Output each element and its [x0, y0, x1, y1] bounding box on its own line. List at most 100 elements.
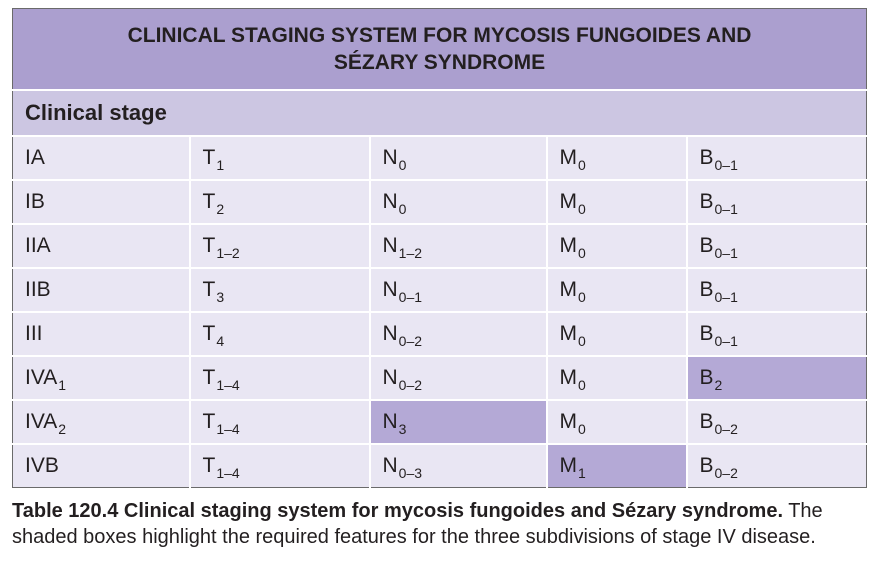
t-category-label: T	[202, 234, 216, 257]
m-category-label: M	[559, 190, 578, 213]
caption-bold: Table 120.4 Clinical staging system for …	[12, 500, 783, 522]
cell-stage: IVA1	[12, 356, 191, 401]
m-category-subscript: 0	[578, 421, 586, 437]
stage-label: IIB	[25, 278, 51, 301]
cell-t-category: T2	[189, 180, 371, 225]
n-category-subscript: 0–1	[398, 289, 423, 305]
m-category-subscript: 0	[578, 289, 586, 305]
m-category-subscript: 0	[578, 201, 586, 217]
t-category-subscript: 1–4	[216, 465, 240, 481]
cell-stage: IIA	[12, 224, 191, 269]
m-category-subscript: 0	[578, 377, 586, 393]
stage-label: IA	[25, 146, 45, 169]
n-category-subscript: 0–2	[398, 333, 423, 349]
b-category-label: B	[699, 454, 714, 477]
b-category-label: B	[699, 366, 714, 389]
n-category-subscript: 0–2	[398, 377, 423, 393]
cell-n-category: N0–3	[369, 444, 548, 488]
cell-t-category: T1–4	[189, 400, 371, 445]
cell-stage: IVB	[12, 444, 191, 488]
table-title-line-1: CLINICAL STAGING SYSTEM FOR MYCOSIS FUNG…	[127, 24, 752, 47]
figure: CLINICAL STAGING SYSTEM FOR MYCOSIS FUNG…	[12, 8, 868, 550]
n-category-label: N	[382, 190, 398, 213]
n-category-subscript: 0	[398, 201, 407, 217]
n-category-label: N	[382, 146, 398, 169]
m-category-label: M	[559, 278, 578, 301]
stage-label: IVA	[25, 410, 58, 433]
m-category-label: M	[559, 234, 578, 257]
cell-stage: IVA2	[12, 400, 191, 445]
b-category-subscript: 0–1	[714, 333, 738, 349]
n-category-subscript: 1–2	[398, 245, 423, 261]
m-category-subscript: 0	[578, 157, 586, 173]
cell-t-category: T1	[189, 136, 371, 181]
cell-t-category: T4	[189, 312, 371, 357]
t-category-label: T	[202, 366, 216, 389]
stage-label: IVB	[25, 454, 59, 477]
caption-text: The shaded boxes highlight the required …	[12, 500, 823, 548]
b-category-subscript: 2	[714, 377, 723, 393]
staging-table: CLINICAL STAGING SYSTEM FOR MYCOSIS FUNG…	[12, 8, 868, 488]
b-category-subscript: 0–2	[714, 421, 738, 437]
cell-n-category: N0–2	[369, 356, 548, 401]
cell-t-category: T3	[189, 268, 371, 313]
m-category-label: M	[559, 366, 578, 389]
t-category-label: T	[202, 454, 216, 477]
cell-n-category: N0	[369, 136, 548, 181]
cell-m-category: M1	[546, 444, 688, 488]
cell-stage: IIB	[12, 268, 191, 313]
table-title: CLINICAL STAGING SYSTEM FOR MYCOSIS FUNG…	[12, 8, 867, 91]
t-category-label: T	[202, 410, 216, 433]
cell-stage: IA	[12, 136, 191, 181]
n-category-label: N	[382, 454, 398, 477]
cell-n-category: N0–1	[369, 268, 548, 313]
t-category-subscript: 2	[216, 201, 225, 217]
b-category-label: B	[699, 278, 714, 301]
b-category-label: B	[699, 190, 714, 213]
cell-b-category: B2	[686, 356, 867, 401]
b-category-subscript: 0–2	[714, 465, 738, 481]
t-category-subscript: 1–2	[216, 245, 240, 261]
b-category-subscript: 0–1	[714, 245, 738, 261]
stage-subscript: 1	[58, 377, 67, 393]
cell-b-category: B0–2	[686, 444, 867, 488]
cell-n-category: N0–2	[369, 312, 548, 357]
n-category-subscript: 0	[398, 157, 407, 173]
t-category-label: T	[202, 278, 216, 301]
t-category-label: T	[202, 146, 216, 169]
n-category-label: N	[382, 234, 398, 257]
m-category-subscript: 1	[578, 465, 586, 481]
m-category-label: M	[559, 146, 578, 169]
cell-m-category: M0	[546, 180, 688, 225]
m-category-label: M	[559, 322, 578, 345]
cell-t-category: T1–4	[189, 356, 371, 401]
cell-m-category: M0	[546, 136, 688, 181]
t-category-subscript: 4	[216, 333, 225, 349]
b-category-subscript: 0–1	[714, 157, 738, 173]
n-category-subscript: 0–3	[398, 465, 423, 481]
stage-label: IB	[25, 190, 45, 213]
stage-subscript: 2	[58, 421, 67, 437]
cell-b-category: B0–1	[686, 224, 867, 269]
t-category-subscript: 1	[216, 157, 225, 173]
cell-t-category: T1–2	[189, 224, 371, 269]
m-category-label: M	[559, 454, 578, 477]
n-category-label: N	[382, 322, 398, 345]
cell-b-category: B0–1	[686, 136, 867, 181]
cell-b-category: B0–2	[686, 400, 867, 445]
b-category-label: B	[699, 234, 714, 257]
n-category-label: N	[382, 366, 398, 389]
stage-label: IIA	[25, 234, 51, 257]
m-category-label: M	[559, 410, 578, 433]
cell-b-category: B0–1	[686, 312, 867, 357]
section-header: Clinical stage	[12, 90, 867, 137]
cell-m-category: M0	[546, 268, 688, 313]
cell-t-category: T1–4	[189, 444, 371, 488]
